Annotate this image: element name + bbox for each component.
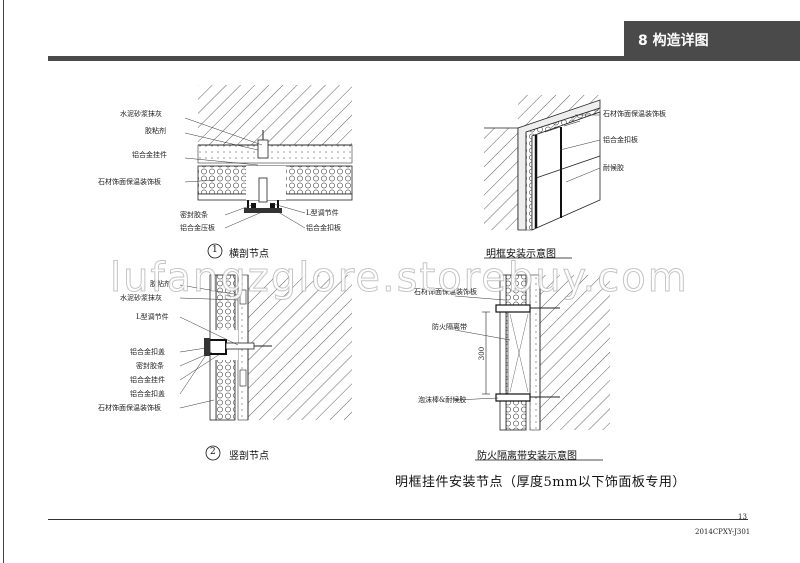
- detail-caption: 防火隔离带安装示意图: [477, 451, 577, 462]
- page-number: 13: [738, 513, 747, 521]
- label: 铝合金扣盖: [130, 348, 165, 356]
- detail-number: 1: [212, 245, 218, 255]
- label: 密封胶条: [136, 362, 164, 370]
- label: 铝合金扣板: [603, 136, 638, 144]
- detail-caption: 横剖节点: [229, 249, 269, 260]
- label: 泡沫棒&耐候胶: [418, 396, 467, 404]
- label: 铝合金挂件: [130, 376, 165, 384]
- label: 石材饰面保温装饰板: [414, 288, 477, 296]
- detail-caption: 明框安装示意图: [486, 249, 556, 260]
- label: 石材饰面保温装饰板: [98, 404, 161, 412]
- label: 石材饰面保温装饰板: [603, 110, 666, 118]
- page-border: [3, 0, 4, 563]
- drawing-title: 明框挂件安装节点（厚度5mm以下饰面板专用）: [395, 475, 686, 490]
- label: 铝合金扣盖: [130, 390, 165, 398]
- label: 水泥砂浆抹灰: [120, 294, 162, 302]
- label: 铝合金压板: [180, 224, 215, 232]
- label: L型调节件: [136, 313, 169, 321]
- label: 密封胶条: [180, 211, 208, 219]
- label: 胶粘剂: [145, 127, 166, 135]
- label: 防火隔离带: [432, 323, 467, 331]
- footer-rule: [48, 519, 748, 520]
- label: 铝合金挂件: [132, 151, 167, 159]
- label: 胶粘剂: [150, 280, 171, 288]
- label: 水泥砂浆抹灰: [120, 110, 162, 118]
- atlas-number: 2014CPXY-J301: [695, 528, 751, 536]
- detail-2-drawing: [179, 274, 352, 461]
- label: 石材饰面保温装饰板: [98, 178, 161, 186]
- detail-1-drawing: [184, 85, 353, 259]
- section-title: 8 构造详图: [624, 21, 800, 61]
- header-rule: [48, 56, 624, 61]
- dimension-label: 300: [478, 346, 487, 361]
- watermark: lufangzglore.storebuy.com: [110, 255, 689, 302]
- detail-number: 2: [210, 447, 216, 457]
- detail-4-drawing: [454, 274, 610, 431]
- label: 耐候胶: [603, 164, 624, 172]
- detail-3-drawing: [484, 95, 601, 231]
- detail-caption: 竖剖节点: [229, 451, 269, 462]
- label: 铝合金扣板: [306, 224, 341, 232]
- label: L型调节件: [306, 209, 339, 217]
